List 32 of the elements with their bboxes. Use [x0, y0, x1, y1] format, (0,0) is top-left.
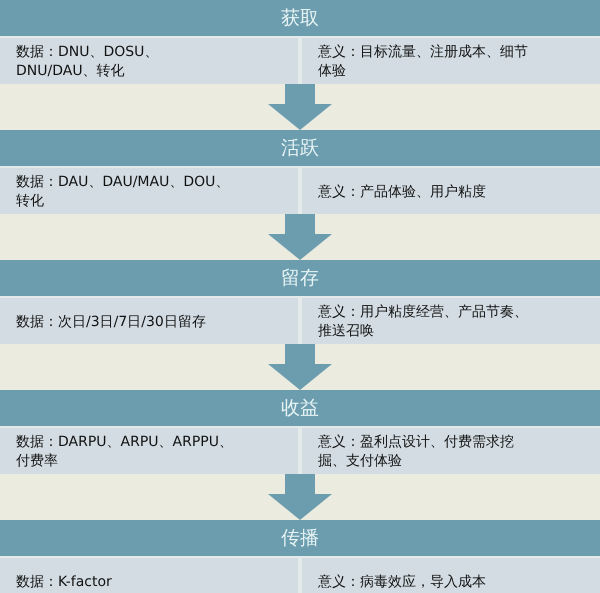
table-cell — [0, 38, 298, 84]
cell-text: 数据：DARPU、ARPU、ARPPU、付费率 — [16, 433, 234, 471]
down-arrow — [268, 344, 332, 390]
cell-text: 数据：DNU、DOSU、DNU/DAU、转化 — [16, 43, 160, 81]
stage-title: 获取 — [0, 0, 600, 36]
cell-text: 数据：DAU、DAU/MAU、DOU、转化 — [16, 173, 230, 211]
stage-panel — [0, 520, 600, 593]
cell-text: 意义：盈利点设计、付费需求挖掘、支付体验 — [318, 433, 515, 471]
stage-title: 收益 — [0, 390, 600, 426]
down-arrow — [268, 84, 332, 130]
cell-text: 意义：用户粘度经营、产品节奏、推送召唤 — [318, 303, 529, 341]
table-cell — [302, 38, 600, 84]
cell-text: 意义：病毒效应，导入成本 — [318, 572, 486, 592]
table-cell — [0, 428, 298, 474]
stage-panel — [0, 130, 600, 214]
stage-panel — [0, 0, 600, 84]
cell-text: 意义：目标流量、注册成本、细节体验 — [318, 43, 529, 81]
table-cell — [302, 168, 600, 214]
table-cell — [0, 168, 298, 214]
cell-text: 数据：次日/3日/7日/30日留存 — [16, 312, 206, 332]
stage-panel — [0, 390, 600, 474]
cell-text: 意义：产品体验、用户粘度 — [318, 182, 486, 202]
stage-title: 传播 — [0, 520, 600, 556]
stage-title: 留存 — [0, 260, 600, 296]
table-cell — [0, 298, 298, 344]
stage-panel — [0, 260, 600, 344]
down-arrow — [268, 474, 332, 520]
down-arrow — [268, 214, 332, 260]
table-cell — [302, 428, 600, 474]
stage-title: 活跃 — [0, 130, 600, 166]
cell-text: 数据：K-factor — [16, 572, 112, 592]
table-cell — [302, 298, 600, 344]
